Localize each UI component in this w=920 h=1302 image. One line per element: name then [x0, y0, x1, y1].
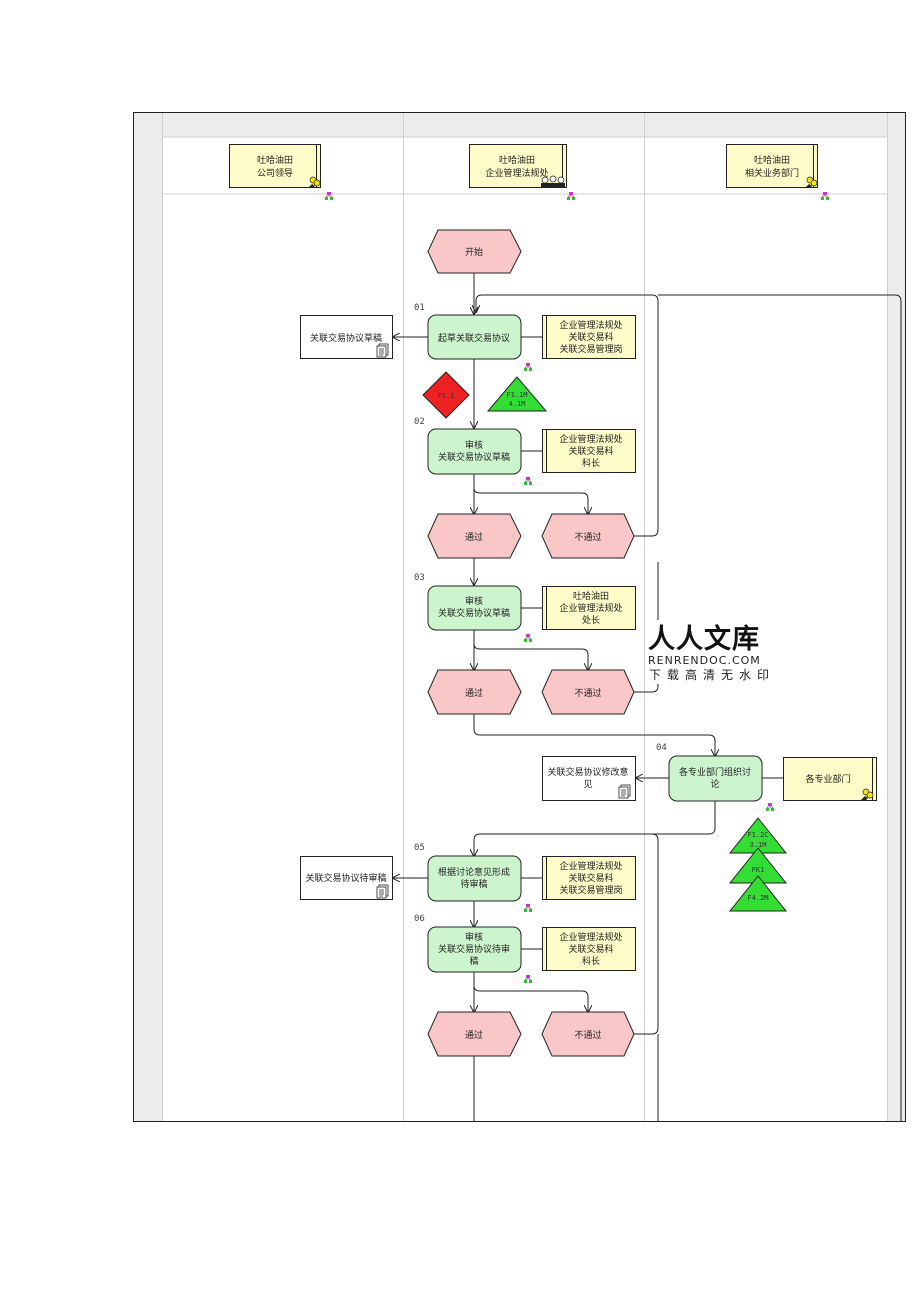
- svg-text:审核: 审核: [465, 595, 483, 607]
- svg-text:企业管理法规处: 企业管理法规处: [559, 433, 622, 445]
- svg-text:通过: 通过: [465, 687, 483, 699]
- step-06[interactable]: 06 审核 关联交易协议待审 稿: [414, 914, 522, 973]
- svg-text:科长: 科长: [582, 457, 600, 469]
- svg-text:各专业部门组织讨: 各专业部门组织讨: [679, 766, 751, 778]
- start-label: 开始: [465, 246, 483, 258]
- role-05: 企业管理法规处 关联交易科 关联交易管理岗: [523, 856, 636, 913]
- svg-text:关联交易协议草稿: 关联交易协议草稿: [438, 451, 510, 463]
- doc-05: 关联交易协议待审稿: [300, 856, 393, 900]
- svg-text:不通过: 不通过: [574, 531, 601, 543]
- svg-text:通过: 通过: [465, 1029, 483, 1041]
- event-02-pass[interactable]: 通过: [427, 513, 522, 559]
- svg-text:关联交易科: 关联交易科: [568, 445, 613, 457]
- svg-text:见: 见: [583, 779, 592, 790]
- doc-01: 关联交易协议草稿: [300, 315, 393, 359]
- svg-text:企业管理法规处: 企业管理法规处: [559, 931, 622, 943]
- step-01-number: 01: [414, 303, 425, 313]
- lane-leader-line2: 公司领导: [257, 167, 293, 179]
- role-01: 企业管理法规处 关联交易科 关联交易管理岗: [523, 315, 636, 372]
- svg-text:03: 03: [414, 573, 425, 583]
- svg-text:4.1M: 4.1M: [509, 400, 526, 408]
- svg-text:企业管理法规处: 企业管理法规处: [559, 319, 622, 331]
- svg-text:稿: 稿: [469, 955, 478, 967]
- svg-text:科长: 科长: [582, 955, 600, 967]
- svg-text:04: 04: [656, 743, 667, 753]
- svg-text:关联交易协议待审: 关联交易协议待审: [438, 943, 510, 955]
- svg-text:处长: 处长: [582, 614, 600, 626]
- document-icon: [618, 784, 631, 799]
- svg-text:关联交易科: 关联交易科: [568, 872, 613, 884]
- watermark: 人人文库 RENRENDOC.COM 下载高清无水印: [646, 620, 776, 684]
- start-event[interactable]: 开始: [427, 229, 522, 274]
- role-04: 各专业部门: [765, 757, 877, 812]
- lane-biz-line1: 吐哈油田: [754, 154, 790, 166]
- svg-text:不通过: 不通过: [574, 687, 601, 699]
- doc-04: 关联交易协议修改意 见: [542, 756, 636, 801]
- svg-text:F1.2C: F1.2C: [747, 831, 768, 839]
- step-02[interactable]: 02 审核 关联交易协议草稿: [414, 417, 522, 475]
- role-03: 吐哈油田 企业管理法规处 处长: [523, 586, 636, 643]
- svg-text:审核: 审核: [465, 931, 483, 943]
- svg-text:通过: 通过: [465, 531, 483, 543]
- svg-text:FK1: FK1: [752, 866, 765, 874]
- svg-text:05: 05: [414, 843, 425, 853]
- svg-text:关联交易协议草稿: 关联交易协议草稿: [438, 607, 510, 619]
- step-04[interactable]: 04 各专业部门组织讨 论: [656, 743, 763, 802]
- svg-text:审核: 审核: [465, 439, 483, 451]
- svg-text:待审稿: 待审稿: [460, 878, 487, 890]
- role-02: 企业管理法规处 关联交易科 科长: [523, 429, 636, 486]
- lane-header-biz: 吐哈油田 相关业务部门: [726, 144, 830, 201]
- svg-text:不通过: 不通过: [574, 1029, 601, 1041]
- connectors: [393, 273, 902, 1121]
- role-06: 企业管理法规处 关联交易科 科长: [523, 927, 636, 984]
- event-06-pass[interactable]: 通过: [427, 1011, 522, 1057]
- svg-text:关联交易协议修改意: 关联交易协议修改意: [547, 766, 628, 778]
- svg-text:关联交易科: 关联交易科: [568, 943, 613, 955]
- lane-header-leader: 吐哈油田 公司领导: [229, 144, 334, 201]
- svg-text:F1.1: F1.1: [438, 392, 455, 400]
- watermark-title: 人人文库: [648, 623, 760, 655]
- event-06-fail[interactable]: 不通过: [541, 1011, 635, 1057]
- svg-text:关联交易科: 关联交易科: [568, 331, 613, 343]
- svg-text:关联交易管理岗: 关联交易管理岗: [559, 884, 622, 896]
- svg-text:06: 06: [414, 914, 425, 924]
- svg-text:关联交易协议草稿: 关联交易协议草稿: [310, 332, 382, 344]
- risk-green-triangle-1: F1.1M 4.1M: [486, 376, 548, 412]
- step-05[interactable]: 05 根据讨论意见形成 待审稿: [414, 843, 522, 902]
- lane-leader-line1: 吐哈油田: [257, 154, 293, 166]
- svg-text:3.1M: 3.1M: [750, 841, 767, 849]
- step-01-label: 起草关联交易协议: [438, 332, 510, 344]
- event-02-fail[interactable]: 不通过: [541, 513, 635, 559]
- group-icon: [541, 175, 565, 187]
- watermark-site: RENRENDOC.COM: [648, 654, 761, 667]
- svg-text:各专业部门: 各专业部门: [805, 773, 850, 785]
- svg-text:企业管理法规处: 企业管理法规处: [559, 860, 622, 872]
- svg-text:关联交易协议待审稿: 关联交易协议待审稿: [305, 872, 386, 884]
- document-icon: [376, 884, 389, 899]
- lane-legal-line1: 吐哈油田: [499, 154, 535, 166]
- step-01[interactable]: 01 起草关联交易协议: [414, 303, 522, 360]
- lane-biz-line2: 相关业务部门: [745, 167, 799, 179]
- risk-green-triangle-4: F4.2M: [728, 875, 788, 912]
- risk-red-diamond: F1.1: [422, 371, 470, 419]
- svg-text:F4.2M: F4.2M: [747, 894, 768, 902]
- svg-text:论: 论: [710, 778, 719, 790]
- svg-text:吐哈油田: 吐哈油田: [573, 590, 609, 602]
- svg-text:02: 02: [414, 417, 425, 427]
- step-03[interactable]: 03 审核 关联交易协议草稿: [414, 573, 522, 631]
- svg-text:F1.1M: F1.1M: [506, 391, 527, 399]
- event-03-fail[interactable]: 不通过: [541, 669, 635, 715]
- event-03-pass[interactable]: 通过: [427, 669, 522, 715]
- document-icon: [376, 343, 389, 358]
- svg-text:关联交易管理岗: 关联交易管理岗: [559, 343, 622, 355]
- svg-text:企业管理法规处: 企业管理法规处: [559, 602, 622, 614]
- watermark-slogan: 下载高清无水印: [649, 667, 775, 682]
- svg-text:根据讨论意见形成: 根据讨论意见形成: [438, 866, 510, 878]
- lane-legal-line2: 企业管理法规处: [485, 167, 548, 179]
- lane-header-legal: 吐哈油田 企业管理法规处: [469, 144, 576, 201]
